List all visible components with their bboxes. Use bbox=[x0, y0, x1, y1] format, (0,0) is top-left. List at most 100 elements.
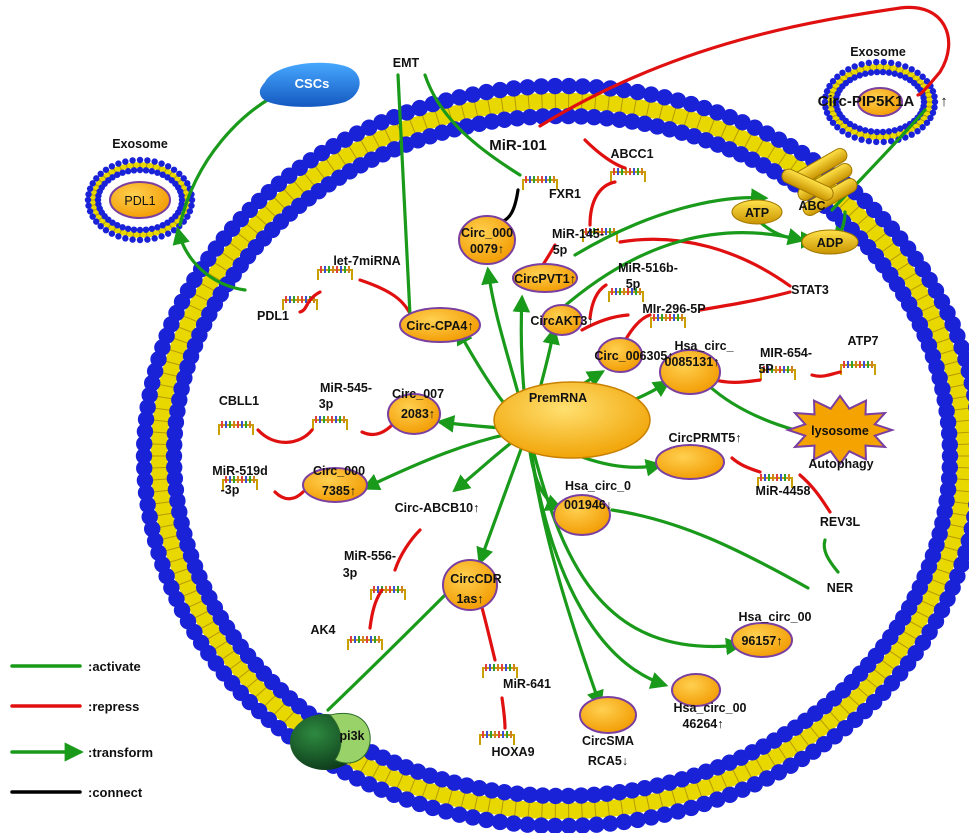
exosome-right-head bbox=[909, 66, 915, 72]
mir556-label-2: 3p bbox=[343, 566, 358, 580]
exosome-left-head bbox=[137, 157, 143, 163]
mirna-backbone bbox=[313, 420, 347, 430]
circ-0072083-label-1: Circ_007 bbox=[392, 387, 444, 401]
exosome-right-head bbox=[892, 127, 898, 133]
exosome-left-head bbox=[87, 208, 93, 214]
ak4-label: AK4 bbox=[310, 623, 335, 637]
hsa-0085131-label-1: Hsa_circ_ bbox=[674, 339, 734, 353]
circ-pip5k1a-arrow: ↑ bbox=[940, 93, 948, 110]
mir145-label-2: 5p bbox=[553, 243, 568, 257]
let7-label: let-7miRNA bbox=[333, 254, 400, 268]
exosome-right-head bbox=[895, 61, 901, 67]
exosome-left-head bbox=[129, 236, 135, 242]
exosome-right-head bbox=[881, 139, 887, 145]
exosome-right-head bbox=[845, 66, 851, 72]
hsa-001946-label-1: Hsa_circ_0 bbox=[565, 479, 631, 493]
autophagy-label: Autophagy bbox=[808, 457, 873, 471]
hsa-0096157-label-1: Hsa_circ_00 bbox=[739, 610, 812, 624]
mir145-label-1: MiR-145- bbox=[552, 227, 604, 241]
circpvt1-label: CircPVT1↑ bbox=[514, 272, 576, 286]
activate-pi3k-circcdr1as bbox=[328, 595, 445, 710]
exosome-left-head bbox=[165, 230, 171, 236]
exosome-left-head bbox=[109, 163, 115, 169]
premrna-node: PremRNA bbox=[494, 382, 650, 458]
rev3l-label: REV3L bbox=[820, 515, 861, 529]
repress-circprmt5-mir4458 bbox=[732, 458, 760, 472]
repress-mir654-atp7 bbox=[812, 372, 840, 376]
mir545-label-2: 3p bbox=[319, 397, 334, 411]
exosome-left-head bbox=[98, 223, 104, 229]
hsa-0096157-label-2: 96157↑ bbox=[741, 634, 782, 648]
circprmt5-label: CircPRMT5↑ bbox=[669, 431, 742, 445]
circ-0007385-label-2: 7385↑ bbox=[322, 484, 356, 498]
exosome-right-head bbox=[874, 129, 880, 135]
repress-circcdr1as-mir641 bbox=[480, 600, 495, 660]
exosome-left-head bbox=[125, 226, 131, 232]
exosome-right-head bbox=[851, 63, 857, 69]
exosome-right-head bbox=[919, 124, 925, 130]
exosome-right-head bbox=[873, 139, 879, 145]
exosome-left-head bbox=[119, 170, 125, 176]
adp-label: ADP bbox=[817, 236, 843, 250]
exosome-right-head bbox=[839, 70, 845, 76]
pdl1-exosome-label: PDL1 bbox=[124, 194, 155, 208]
mir101-label: MiR-101 bbox=[489, 137, 547, 154]
stat3-label: STAT3 bbox=[791, 283, 829, 297]
exosome-left-head bbox=[115, 160, 121, 166]
repress-mir145-abcc1 bbox=[590, 182, 615, 225]
hsa-0046264-label-2: 46264↑ bbox=[682, 717, 723, 731]
hsa-0085131-label-2: 0085131↑ bbox=[665, 355, 720, 369]
exosome-left-head bbox=[149, 168, 155, 174]
mirna-backbone bbox=[609, 292, 643, 302]
exosome-left-head bbox=[171, 167, 177, 173]
circsmarca5-label-2: RCA5↓ bbox=[588, 754, 628, 768]
exosome-right-head bbox=[858, 61, 864, 67]
legend: :activate:repress:transform:connect bbox=[12, 659, 153, 800]
exosome-left-head bbox=[151, 235, 157, 241]
exosome-left-head bbox=[98, 171, 104, 177]
circsmarca5-shape bbox=[580, 697, 636, 733]
exosome-left-head bbox=[144, 236, 150, 242]
exosome-right-head bbox=[902, 63, 908, 69]
exosome-right-head bbox=[914, 70, 920, 76]
exosome-left-head bbox=[188, 202, 194, 208]
circ-0072083-label-2: 2083↑ bbox=[401, 407, 435, 421]
exosome-left-head bbox=[85, 197, 91, 203]
fxr1-label: FXR1 bbox=[549, 187, 581, 201]
repress-mir641-hoxa9 bbox=[502, 698, 505, 728]
exosome-left-head bbox=[109, 230, 115, 236]
circ-006305-label: Circ_006305↑ bbox=[594, 349, 673, 363]
exosome-right-head bbox=[880, 69, 886, 75]
circ-abcb10-label: Circ-ABCB10↑ bbox=[395, 501, 480, 515]
exosome-left-head bbox=[129, 157, 135, 163]
activate-ner-rev3l bbox=[824, 540, 838, 572]
circ-0000079-label-2: 0079↑ bbox=[470, 242, 504, 256]
hsa-0046264-label-1: Hsa_circ_00 bbox=[674, 701, 747, 715]
exosome-left-head bbox=[143, 226, 149, 232]
mirna-backbone bbox=[318, 270, 352, 280]
exosome-left-head bbox=[103, 167, 109, 173]
mirna-backbone bbox=[841, 365, 875, 375]
exosome-left-head bbox=[103, 227, 109, 233]
activate-ner-hsa001946 bbox=[612, 510, 808, 588]
pdl1-label: PDL1 bbox=[257, 309, 289, 323]
exosome-left-core: PDL1 bbox=[110, 182, 170, 218]
exosome-right-head bbox=[857, 72, 863, 78]
exosome-right-head bbox=[866, 60, 872, 66]
mir556-label-1: MiR-556- bbox=[344, 549, 396, 563]
mirna-backbone bbox=[480, 735, 514, 745]
hsa-001946-label-2: 001946↓ bbox=[564, 498, 612, 512]
repress-mir296-stat3 bbox=[700, 292, 790, 310]
mir519d-label-2: -3p bbox=[221, 483, 240, 497]
exosome-right-head bbox=[932, 99, 938, 105]
exosome-right-head bbox=[920, 95, 926, 101]
legend-label-3: :connect bbox=[88, 785, 143, 800]
exosome-right-head bbox=[880, 129, 886, 135]
exosome-right-head bbox=[892, 71, 898, 77]
exosome-right-head bbox=[845, 131, 851, 137]
mir654-label-1: MIR-654- bbox=[760, 346, 812, 360]
exosome-right-head bbox=[897, 125, 903, 131]
repress-mir556-circabcb10 bbox=[395, 530, 420, 570]
circ-pip5k1a-label: Circ-PIP5K1A bbox=[818, 93, 915, 110]
mir519d-label-1: MiR-519d bbox=[212, 464, 268, 478]
